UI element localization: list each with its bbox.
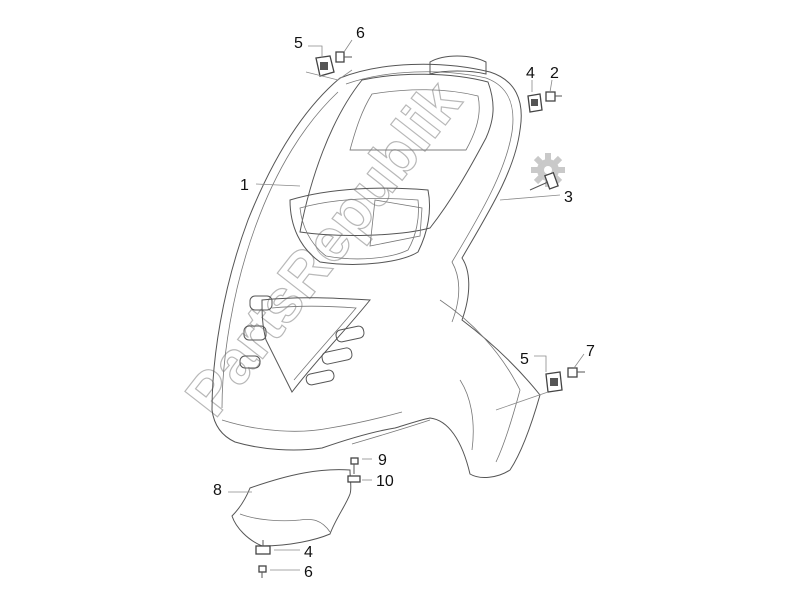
screw-2 [545,91,562,102]
callout-5-top: 5 [294,35,303,52]
callout-6-top: 6 [356,25,365,42]
callout-8: 8 [213,482,222,499]
callout-6-bottom: 6 [304,564,313,581]
gear-icon [531,153,565,187]
callout-10: 10 [376,473,394,490]
callout-9: 9 [378,452,387,469]
cover-plate-8 [231,469,352,547]
callout-7: 7 [586,343,595,360]
clip-nut-10 [347,475,361,483]
leg-shield [211,55,541,478]
screw-7 [567,367,585,378]
callout-labels: 1 2 3 4 4 5 5 6 6 7 8 9 10 [213,25,595,581]
callout-1: 1 [240,177,249,194]
screw-6-top [335,51,352,63]
clip-nut-4-bottom [255,540,271,555]
callout-4-bottom: 4 [304,544,313,561]
watermark-text: PartsRepublik [172,68,474,428]
callout-4-top: 4 [526,65,535,82]
leader-lines [228,39,585,571]
screw-3 [529,171,559,191]
callout-3: 3 [564,189,573,206]
watermark: PartsRepublik [172,68,475,429]
clip-nut-4-top [527,93,543,113]
clip-nut-5-top [315,55,335,77]
callout-5-right: 5 [520,351,529,368]
left-vents [239,295,273,369]
screw-6-bottom [258,565,267,578]
clip-nut-5-right [545,371,563,393]
callout-2: 2 [550,65,559,82]
screw-9 [350,457,359,474]
right-vents [305,325,365,386]
